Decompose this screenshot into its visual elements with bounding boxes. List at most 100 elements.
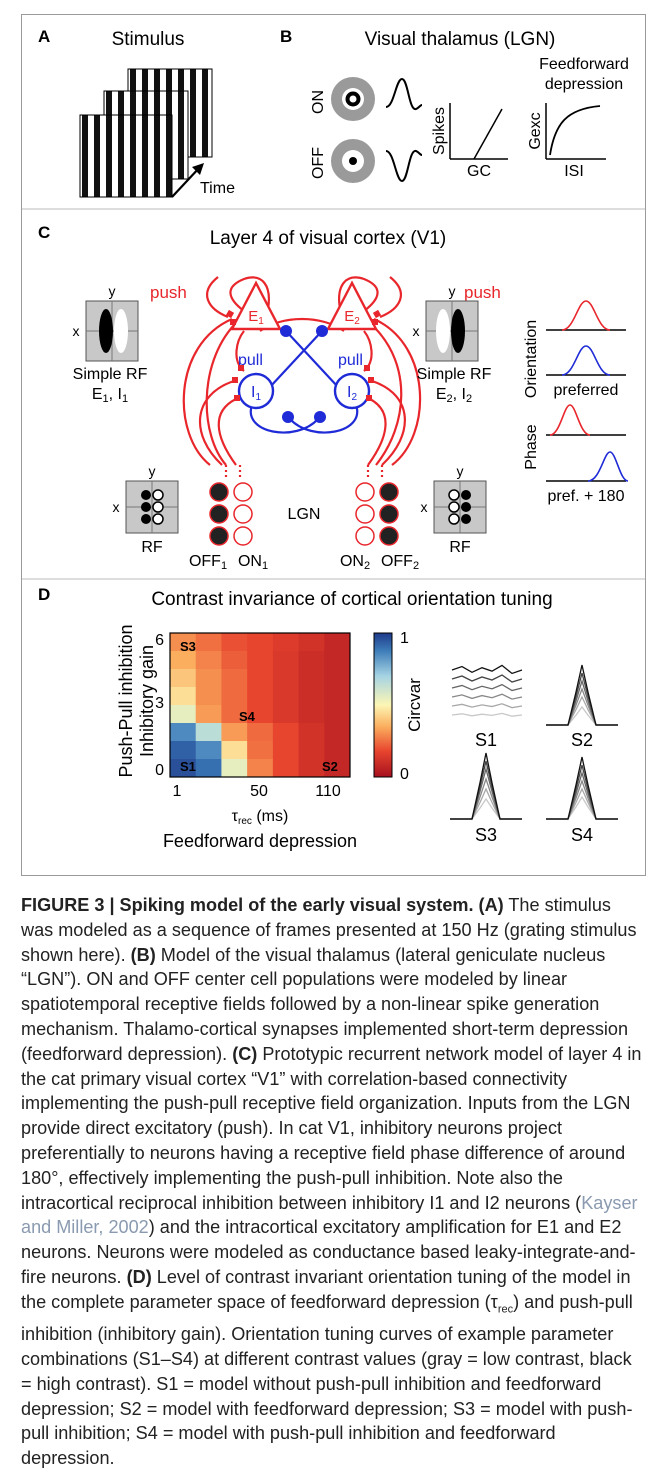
y-tick-0: 0 — [155, 762, 164, 779]
heatmap-cell — [247, 741, 274, 760]
lgn-rf-right-y: y — [457, 463, 464, 479]
s2-tuning-curve — [546, 705, 618, 726]
push-right-label: push — [464, 283, 501, 302]
heatmap-cell — [298, 723, 325, 742]
caption-d-tag: (D) — [126, 1266, 152, 1287]
caption-d-text1: Level of contrast invariant orientation … — [21, 1266, 631, 1312]
circvar-heatmap — [170, 633, 351, 778]
heatmap-cell — [324, 651, 351, 670]
on-label: ON — [310, 90, 327, 114]
orientation-tuning-plot — [546, 300, 626, 376]
s1-tuning-curve — [451, 693, 523, 700]
lgn-off1-column — [209, 482, 229, 546]
colorbar-tick-0: 0 — [400, 766, 409, 783]
s4-tuning-curve — [546, 787, 618, 820]
s4-tuning-curve — [546, 756, 618, 820]
heatmap-cell — [324, 723, 351, 742]
heatmap-cell — [221, 687, 248, 706]
figure-caption: FIGURE 3 | Spiking model of the early vi… — [21, 893, 646, 1471]
heatmap-cell — [247, 759, 274, 778]
heatmap-cell — [170, 723, 197, 742]
caption-b-tag: (B) — [130, 944, 156, 965]
heatmap-cell — [272, 759, 300, 778]
heatmap-cell — [298, 669, 325, 688]
push-left-label: push — [150, 283, 187, 302]
figure-graphic: A Stimulus Time B Visual thalamus (LGN) … — [22, 27, 645, 851]
panel-d-letter: D — [38, 585, 50, 604]
simple-rf-left — [85, 300, 139, 362]
heatmap-cell — [170, 705, 197, 724]
heatmap-cell — [195, 723, 222, 742]
on2-label: ON2 — [340, 553, 370, 572]
simple-rf-left-line1: Simple RF — [73, 366, 148, 383]
heatmap-cell — [221, 741, 248, 760]
caption-a-tag: (A) — [478, 895, 504, 915]
s4-tuning-curve — [546, 795, 618, 820]
s4-tuning-curve — [546, 779, 618, 820]
simple-rf-right-line1: Simple RF — [417, 366, 492, 383]
heatmap-cell — [170, 687, 197, 706]
s3-tuning-curve — [450, 797, 522, 820]
on1-label: ON1 — [238, 553, 268, 572]
heatmap-cell — [324, 687, 351, 706]
caption-d-sub: rec — [497, 1303, 514, 1316]
off-center-cell — [331, 139, 375, 183]
heatmap-cell — [221, 759, 248, 778]
citation-link[interactable]: Kayser and Miller, 2002 — [21, 1192, 638, 1238]
isi-xlabel: ISI — [564, 163, 584, 180]
tau-rec-xlabel: τrec (ms) — [232, 808, 289, 827]
off2-label: OFF2 — [381, 553, 419, 572]
pull-left-label: pull — [238, 352, 263, 369]
panel-d-title: Contrast invariance of cortical orientat… — [151, 589, 552, 610]
x-tick-50: 50 — [250, 783, 268, 800]
heatmap-cell — [272, 723, 300, 742]
neuron-e1 — [230, 280, 282, 331]
caption-b-text: Model of the visual thalamus (lateral ge… — [21, 944, 629, 1064]
panel-a-letter: A — [38, 27, 50, 46]
example-s2-label: S2 — [571, 730, 593, 750]
s3-tuning-curve — [450, 787, 522, 820]
heatmap-frame — [169, 632, 351, 778]
rf-right-y-label: y — [449, 283, 456, 299]
preferred-label: preferred — [554, 382, 619, 399]
panel-c-letter: C — [38, 223, 50, 242]
off-temporal-kernel — [385, 150, 423, 183]
heatmap-cell — [221, 651, 248, 670]
y-tick-6: 6 — [155, 632, 164, 649]
s1-tuning-curve — [451, 683, 523, 692]
ff-title-line1: Feedforward — [539, 56, 629, 73]
lgn-label: LGN — [288, 506, 321, 523]
push-pull-ylabel: Push-Pull inhibition — [116, 624, 136, 777]
heatmap-cell — [221, 633, 248, 652]
lgn-rf-right — [433, 480, 487, 534]
heatmap-cell — [272, 741, 300, 760]
x-tick-1: 1 — [173, 783, 182, 800]
s2-tuning-curve — [546, 664, 618, 726]
orientation-label: Orientation — [523, 320, 540, 398]
heatmap-cell — [272, 651, 300, 670]
lgn-rf-left-x: x — [113, 499, 120, 515]
heatmap-cell — [298, 705, 325, 724]
heatmap-cell — [247, 687, 274, 706]
on-temporal-kernel — [385, 77, 423, 110]
caption-c-text1: Prototypic recurrent network model of la… — [21, 1043, 642, 1213]
panel-a-title: Stimulus — [112, 29, 185, 50]
e2-label: E2 — [344, 308, 360, 327]
caption-a-text: The stimulus was modeled as a sequence o… — [21, 895, 637, 965]
heatmap-cell — [298, 759, 325, 778]
lgn-on2-column — [355, 482, 375, 546]
heatmap-cell — [195, 741, 222, 760]
neuron-i2 — [333, 372, 371, 410]
spikes-ylabel: Spikes — [431, 107, 448, 155]
example-s4-label: S4 — [571, 825, 593, 845]
i2-label: I2 — [347, 384, 357, 403]
rf-left-label: RF — [141, 539, 163, 556]
time-arrow — [171, 163, 204, 198]
simple-rf-right — [425, 300, 479, 362]
off1-label: OFF1 — [189, 553, 227, 572]
heatmap-cell — [195, 759, 222, 778]
s3-tuning-curve — [450, 752, 522, 820]
lgn-rf-left — [125, 480, 179, 534]
caption-c-tag: (C) — [232, 1043, 258, 1064]
inhibitory-gain-ylabel: Inhibitory gain — [137, 645, 157, 757]
